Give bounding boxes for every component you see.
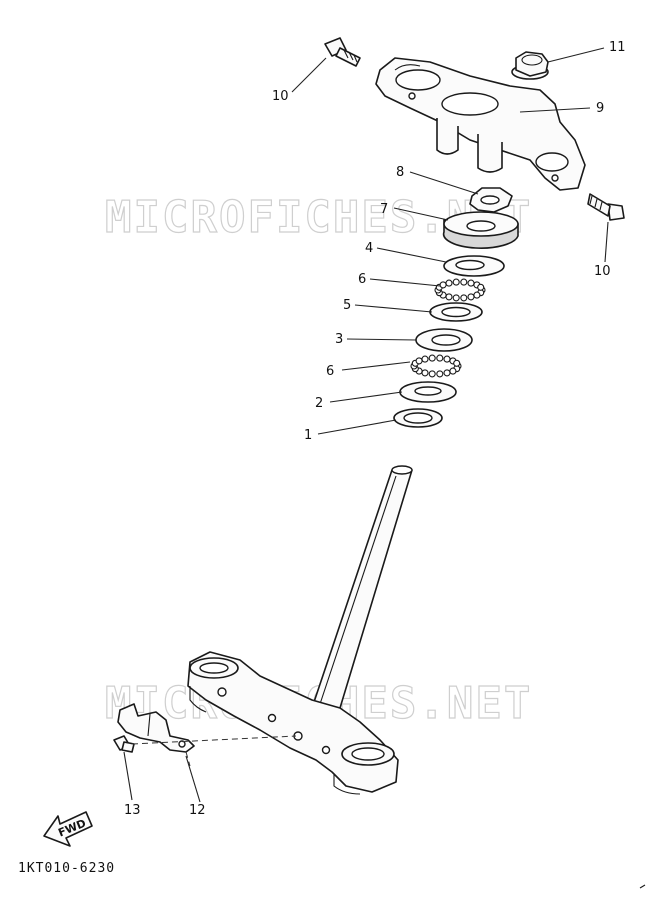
seal-1 [393,408,443,428]
ball-bearing-6-lower [410,354,462,378]
ring-nut-8 [469,187,513,213]
bearing-ball [453,359,461,367]
bearing-ball [443,369,451,377]
bearing-ball [445,293,453,301]
race-4 [443,255,505,277]
bearing-ball [421,355,429,363]
bearing-ball [467,293,475,301]
steering-stem-lower-bracket [187,465,413,795]
alignment-line [131,735,297,745]
bearing-ball [477,283,485,291]
bearing-ball [452,278,460,286]
diagram-code: 1KT010-6230 [18,861,115,876]
callout-1: 1 [304,428,312,443]
callout-11: 11 [609,40,626,55]
bearing-ball [473,291,481,299]
bearing-ball [421,369,429,377]
race-3 [415,328,473,352]
bearing-ball [436,370,444,378]
callout-5: 5 [343,298,351,313]
bolt-10-upper [324,37,361,67]
bearing-ball [445,279,453,287]
fwd-label: FWD [56,817,88,840]
callout-6-upper: 6 [358,272,366,287]
bearing-ball [460,278,468,286]
bearing-ball [428,370,436,378]
washer-7 [442,211,519,249]
race-2 [399,381,457,403]
fwd-arrow-icon: FWD [43,811,93,847]
callout-6-lower: 6 [326,364,334,379]
race-5 [429,302,483,322]
cable-bracket-12 [117,703,195,753]
callout-4: 4 [365,241,373,256]
bearing-ball [428,354,436,362]
callout-13: 13 [124,803,141,818]
callout-12: 12 [189,803,206,818]
bearing-ball [415,357,423,365]
bearing-ball [439,281,447,289]
alignment-line-short [185,751,191,767]
callout-10-right: 10 [594,264,611,279]
corner-mark [639,884,646,889]
bearing-ball [443,355,451,363]
ball-bearing-6-upper [434,278,486,302]
bearing-ball [467,279,475,287]
bearing-ball [452,294,460,302]
callout-7: 7 [380,202,388,217]
nut-11 [511,51,549,80]
bolt-10-right [587,193,625,221]
leader-lines [123,47,609,803]
bearing-ball [449,367,457,375]
bolt-13 [113,735,135,753]
bearing-ball [460,294,468,302]
upper-bracket [375,57,586,191]
callout-8: 8 [396,165,404,180]
bearing-ball [436,354,444,362]
callout-9: 9 [596,101,604,116]
callout-3: 3 [335,332,343,347]
callout-10-upper: 10 [272,89,289,104]
callout-2: 2 [315,396,323,411]
